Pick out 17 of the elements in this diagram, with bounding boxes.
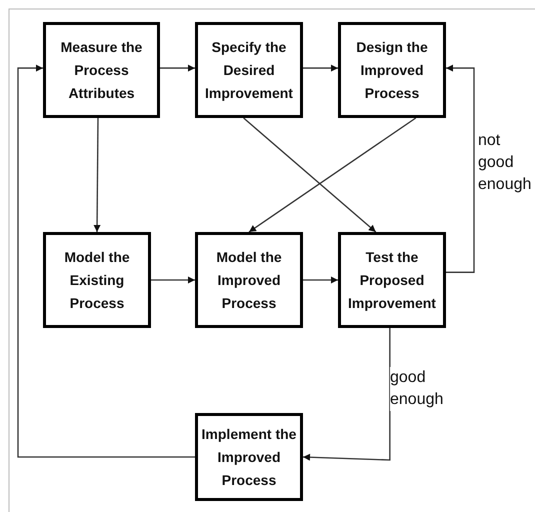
arrow bbox=[303, 64, 338, 72]
process-box: Design the Improved Process bbox=[338, 22, 446, 118]
arrow bbox=[160, 64, 195, 72]
arrow bbox=[151, 276, 195, 284]
process-box: Test the Proposed Improvement bbox=[338, 232, 446, 328]
process-box: Model the Improved Process bbox=[195, 232, 303, 328]
arrow bbox=[302, 328, 390, 461]
process-box: Implement the Improved Process bbox=[195, 413, 303, 501]
arrow bbox=[303, 276, 338, 284]
arrow bbox=[17, 64, 195, 458]
process-box: Model the Existing Process bbox=[43, 232, 151, 328]
arrow bbox=[248, 117, 416, 233]
process-box: Specify the Desired Improvement bbox=[195, 22, 303, 118]
arrow bbox=[94, 118, 101, 232]
arrow bbox=[446, 64, 475, 273]
arrow bbox=[243, 118, 376, 232]
process-box: Measure the Process Attributes bbox=[43, 22, 160, 118]
